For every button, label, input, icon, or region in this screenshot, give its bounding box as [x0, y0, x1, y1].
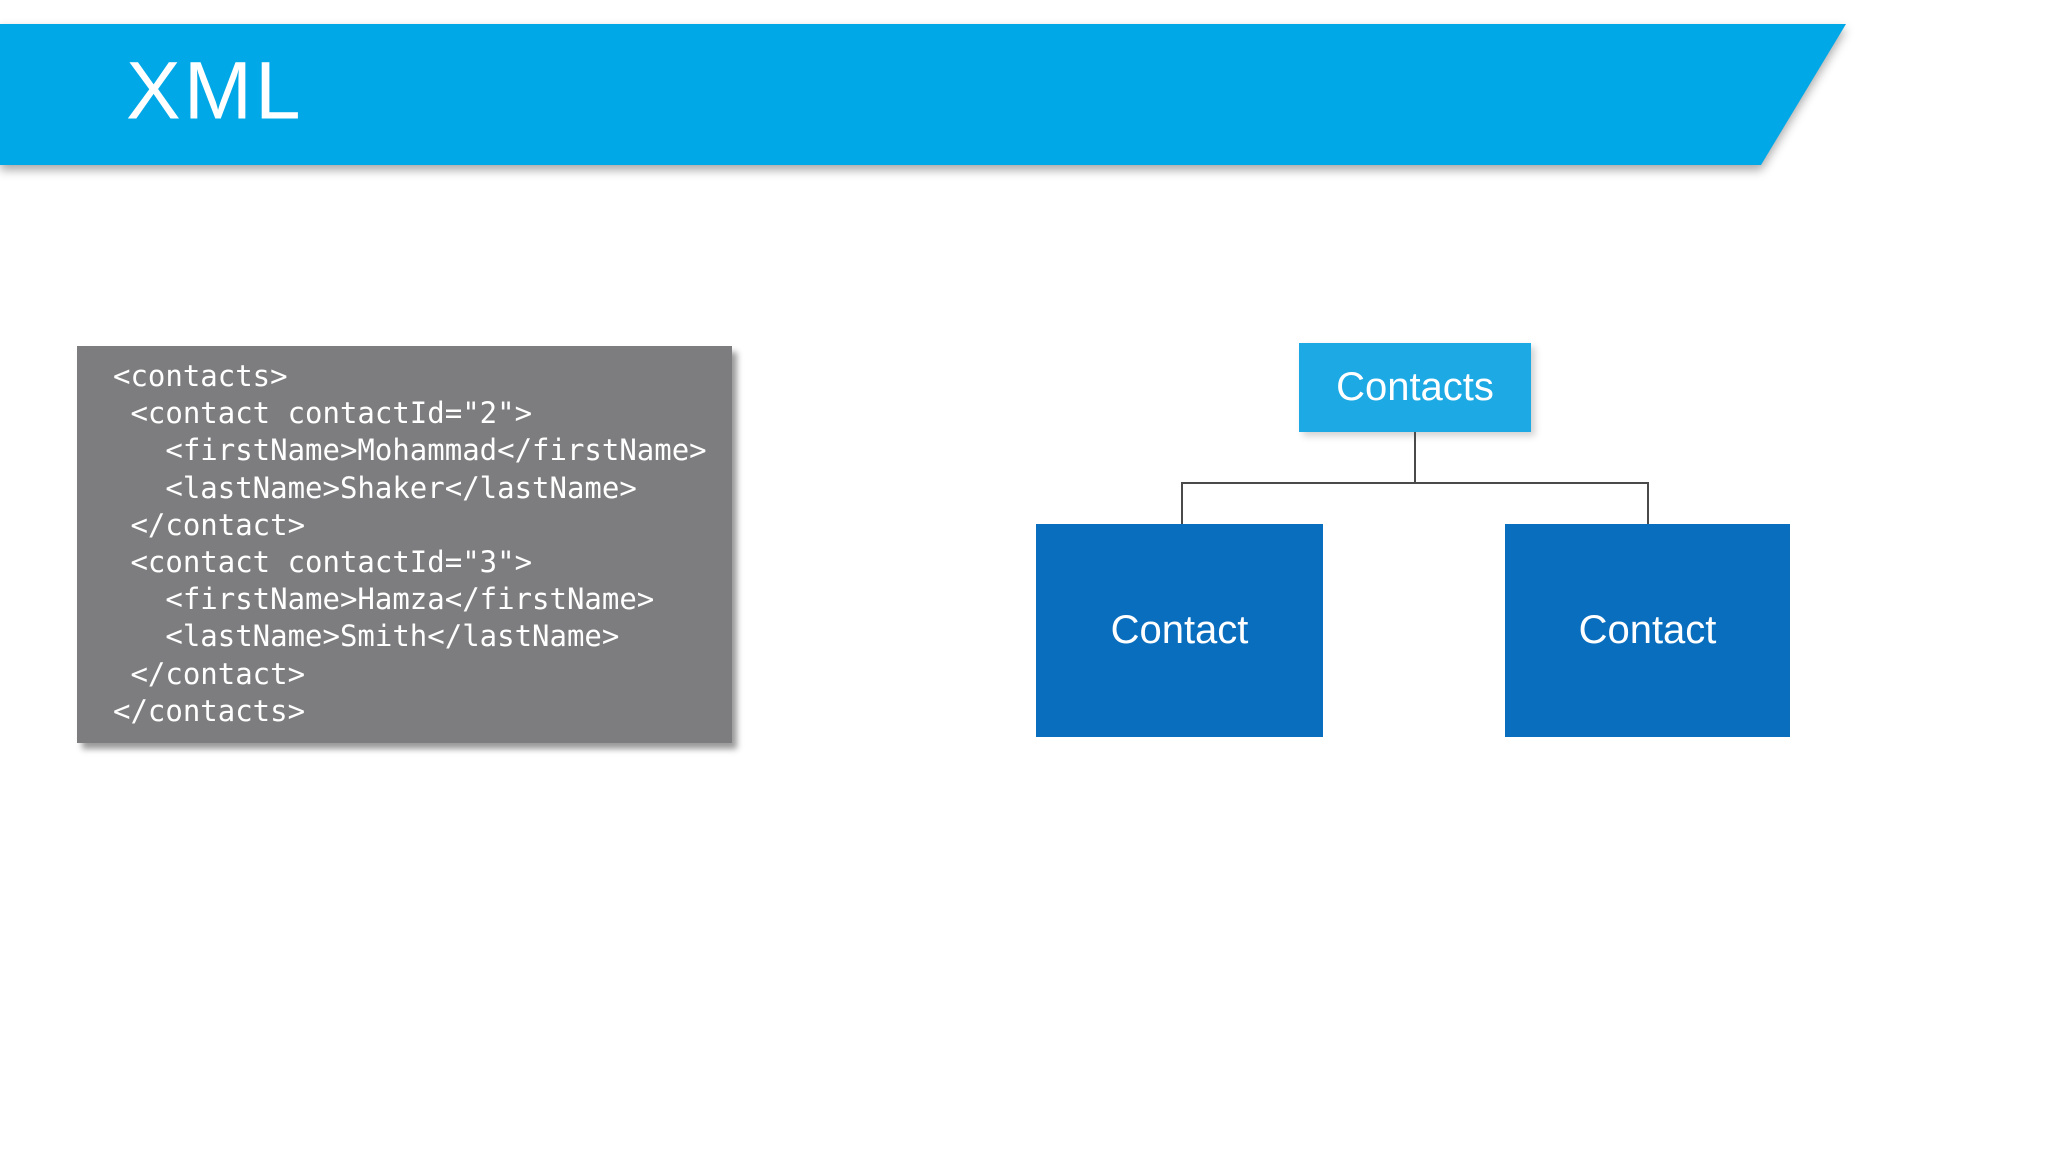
connector-left-drop: [1181, 482, 1183, 525]
diagram-node-contact-left-label: Contact: [1110, 608, 1249, 652]
banner-shape: XML: [0, 24, 1846, 165]
diagram-node-contacts-label: Contacts: [1336, 365, 1494, 409]
title-banner: XML: [0, 24, 1846, 165]
slide-title: XML: [126, 45, 304, 137]
diagram-node-contact-left: Contact: [1036, 524, 1323, 737]
connector-horizontal-bar: [1181, 482, 1649, 484]
xml-code-block: <contacts> <contact contactId="2"> <firs…: [77, 346, 732, 743]
diagram-node-contacts: Contacts: [1299, 343, 1531, 432]
connector-right-drop: [1647, 482, 1649, 525]
diagram-node-contact-right: Contact: [1505, 524, 1790, 737]
diagram-node-contact-right-label: Contact: [1578, 608, 1717, 652]
connector-root-stem: [1414, 432, 1416, 483]
